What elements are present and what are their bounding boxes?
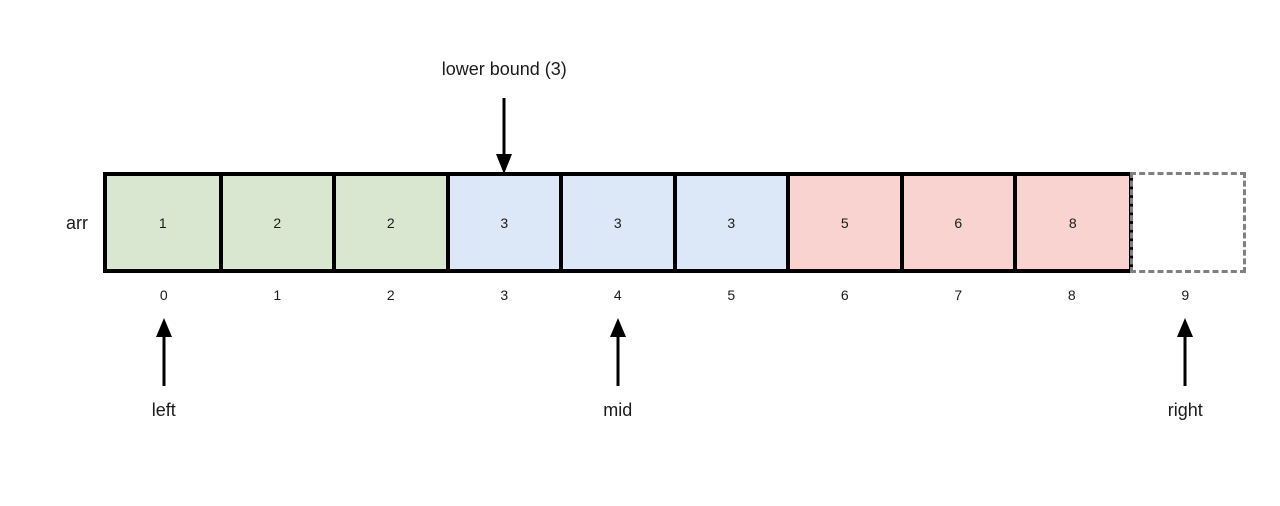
array-cell-7: 6 (901, 176, 1015, 269)
array-cell-value: 6 (954, 214, 963, 231)
index-label-0: 0 (159, 287, 168, 303)
index-label-9: 9 (1181, 287, 1190, 303)
array-cell-value: 2 (273, 214, 282, 231)
pointer-arrow-mid-icon (608, 318, 628, 391)
pointer-label-left: left (151, 400, 176, 420)
index-label-3: 3 (500, 287, 509, 303)
array-cell-3: 3 (447, 176, 561, 269)
array-row: 1 2 2 3 3 3 5 6 8 (103, 172, 1133, 273)
array-cell-value: 2 (386, 214, 395, 231)
index-label-1: 1 (273, 287, 282, 303)
array-cell-value: 3 (613, 214, 622, 231)
index-row: 0 1 2 3 4 5 6 7 8 9 (107, 286, 1242, 304)
array-cell-6: 5 (788, 176, 902, 269)
pointer-arrow-right-icon (1175, 318, 1195, 391)
index-label-2: 2 (386, 287, 395, 303)
array-cell-2: 2 (334, 176, 448, 269)
array-name-label: arr (66, 212, 88, 233)
index-label-4: 4 (613, 287, 622, 303)
lower-bound-annotation-label: lower bound (3) (441, 59, 567, 79)
index-label-7: 7 (954, 287, 963, 303)
pointer-arrow-left-icon (154, 318, 174, 391)
array-cell-value: 1 (158, 214, 167, 231)
pointer-label-mid: mid (603, 400, 633, 420)
array-cell-value: 8 (1068, 214, 1077, 231)
array-cell-4: 3 (561, 176, 675, 269)
lower-bound-arrow-icon (494, 98, 514, 179)
array-cell-value: 3 (727, 214, 736, 231)
array-cell-1: 2 (220, 176, 334, 269)
array-cell-0: 1 (107, 176, 221, 269)
array-cell-value: 5 (840, 214, 849, 231)
array-cell-8: 8 (1015, 176, 1129, 269)
index-label-8: 8 (1067, 287, 1076, 303)
index-label-6: 6 (840, 287, 849, 303)
ghost-cell-index-9 (1129, 172, 1246, 273)
array-cell-value: 3 (500, 214, 509, 231)
index-label-5: 5 (727, 287, 736, 303)
pointer-label-right: right (1167, 400, 1203, 420)
array-cell-5: 3 (674, 176, 788, 269)
